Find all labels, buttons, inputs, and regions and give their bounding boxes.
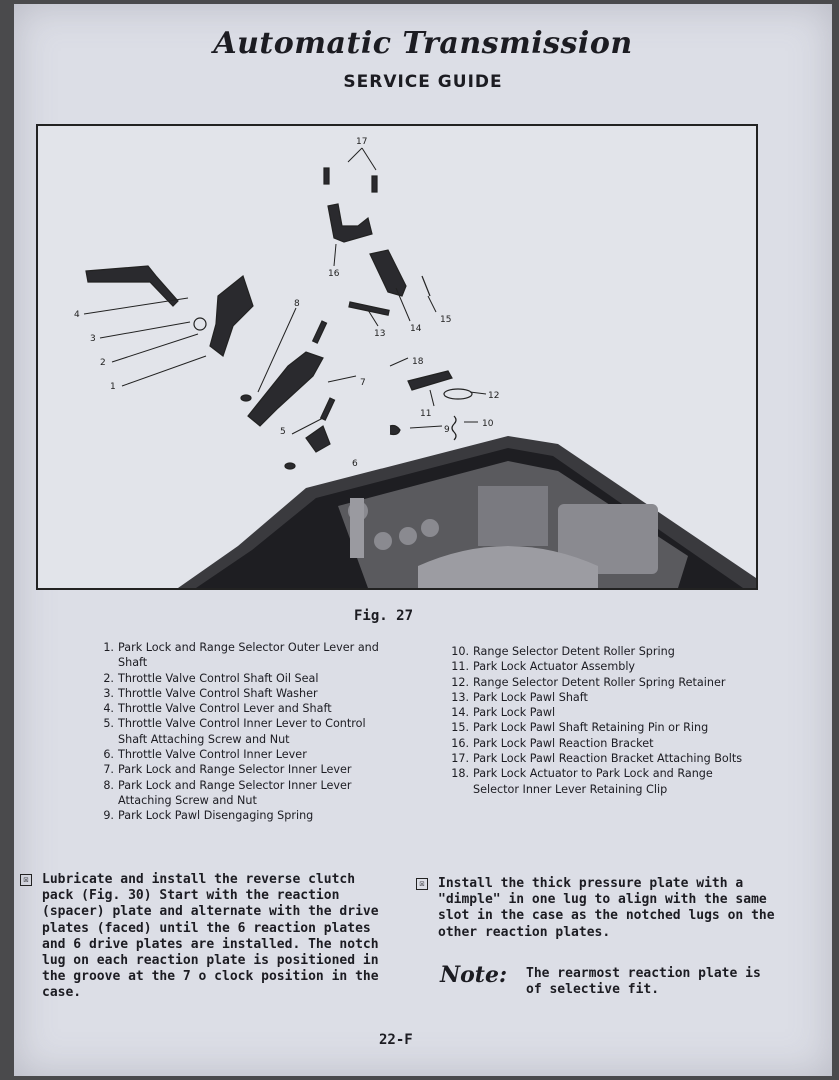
note-text: The rearmost reaction plate is of select… bbox=[526, 966, 761, 997]
bolt-b bbox=[371, 175, 378, 193]
bolt-a bbox=[323, 167, 330, 185]
legend-item: 3.Throttle Valve Control Shaft Washer bbox=[103, 686, 318, 700]
page-subtitle: SERVICE GUIDE bbox=[343, 72, 503, 92]
callout-5: 5 bbox=[280, 427, 286, 437]
exploded-diagram-figure: 4 3 2 1 8 5 7 6 17 16 13 14 15 18 11 12 … bbox=[36, 124, 758, 590]
transmission-case-illustration bbox=[178, 436, 756, 588]
reaction-bracket bbox=[327, 203, 373, 243]
attaching-screw bbox=[311, 320, 328, 344]
service-guide-page: Automatic Transmission SERVICE GUIDE bbox=[14, 4, 832, 1076]
callout-9: 9 bbox=[444, 425, 450, 435]
tv-screw bbox=[319, 397, 336, 421]
legend-item: 2.Throttle Valve Control Shaft Oil Seal bbox=[103, 671, 319, 685]
exploded-parts-drawing: 4 3 2 1 8 5 7 6 17 16 13 14 15 18 11 12 … bbox=[74, 137, 756, 588]
pawl bbox=[369, 249, 407, 297]
legend-item: 12.Range Selector Detent Roller Spring R… bbox=[451, 675, 726, 689]
legend-item: 7.Park Lock and Range Selector Inner Lev… bbox=[103, 763, 352, 777]
callout-2: 2 bbox=[100, 358, 106, 368]
callout-14: 14 bbox=[410, 324, 422, 334]
legend-item: 1.Park Lock and Range Selector Outer Lev… bbox=[103, 641, 379, 670]
washer bbox=[193, 317, 207, 331]
callout-17: 17 bbox=[356, 137, 367, 147]
legend-item: 10.Range Selector Detent Roller Spring bbox=[451, 645, 675, 658]
checkbox-bullet-icon: ☒ bbox=[416, 878, 428, 890]
spring-retainer bbox=[443, 388, 473, 400]
legend-item: 15.Park Lock Pawl Shaft Retaining Pin or… bbox=[451, 721, 709, 735]
callout-18: 18 bbox=[412, 357, 424, 367]
outer-lever bbox=[209, 274, 254, 357]
retaining-pin bbox=[421, 275, 431, 297]
legend-item: 4.Throttle Valve Control Lever and Shaft bbox=[103, 702, 332, 716]
parts-legend-right: 10.Range Selector Detent Roller Spring 1… bbox=[449, 644, 749, 797]
page-title: Automatic Transmission bbox=[213, 26, 633, 61]
instruction-step-pressure-plate: ☒ Install the thick pressure plate with … bbox=[416, 876, 788, 941]
actuator-assembly bbox=[407, 370, 453, 391]
legend-item: 17.Park Lock Pawl Reaction Bracket Attac… bbox=[451, 752, 743, 766]
detent-spring bbox=[451, 415, 457, 441]
parts-legend-left: 1.Park Lock and Range Selector Outer Lev… bbox=[94, 640, 394, 824]
callout-4: 4 bbox=[74, 310, 80, 320]
pawl-shaft bbox=[348, 301, 390, 316]
tv-lever bbox=[85, 265, 179, 307]
callout-7: 7 bbox=[360, 378, 366, 388]
instruction-step-reverse-clutch: ☒ Lubricate and install the reverse clut… bbox=[20, 872, 387, 1002]
clip-nut bbox=[240, 394, 252, 402]
callout-10: 10 bbox=[482, 419, 494, 429]
callout-6: 6 bbox=[352, 459, 358, 469]
callout-3: 3 bbox=[90, 334, 96, 344]
callout-16: 16 bbox=[328, 269, 340, 279]
inner-lever bbox=[247, 351, 324, 427]
note-label: Note: bbox=[440, 962, 508, 988]
figure-caption: Fig. 27 bbox=[354, 608, 414, 624]
page-number: 22-F bbox=[379, 1032, 413, 1048]
legend-item: 13.Park Lock Pawl Shaft bbox=[451, 690, 588, 704]
legend-item: 9.Park Lock Pawl Disengaging Spring bbox=[103, 809, 314, 823]
callout-11: 11 bbox=[420, 409, 431, 419]
callout-12: 12 bbox=[488, 391, 499, 401]
disengaging-spring bbox=[389, 424, 401, 436]
legend-item: 18.Park Lock Actuator to Park Lock and R… bbox=[451, 767, 713, 796]
legend-item: 16.Park Lock Pawl Reaction Bracket bbox=[451, 736, 654, 750]
checkbox-bullet-icon: ☒ bbox=[20, 874, 32, 886]
legend-item: 5.Throttle Valve Control Inner Lever to … bbox=[103, 717, 366, 746]
callout-13: 13 bbox=[374, 329, 385, 339]
legend-item: 11.Park Lock Actuator Assembly bbox=[451, 660, 636, 674]
legend-item: 6.Throttle Valve Control Inner Lever bbox=[103, 748, 307, 762]
tv-inner-lever bbox=[305, 425, 331, 453]
callout-8: 8 bbox=[294, 299, 300, 309]
legend-item: 8.Park Lock and Range Selector Inner Lev… bbox=[103, 778, 352, 807]
callout-15: 15 bbox=[440, 315, 451, 325]
nut bbox=[284, 462, 296, 470]
instruction-text: Install the thick pressure plate with a … bbox=[438, 876, 775, 940]
callout-1: 1 bbox=[110, 382, 116, 392]
legend-item: 14.Park Lock Pawl bbox=[451, 706, 556, 720]
instruction-text: Lubricate and install the reverse clutch… bbox=[42, 872, 379, 1001]
